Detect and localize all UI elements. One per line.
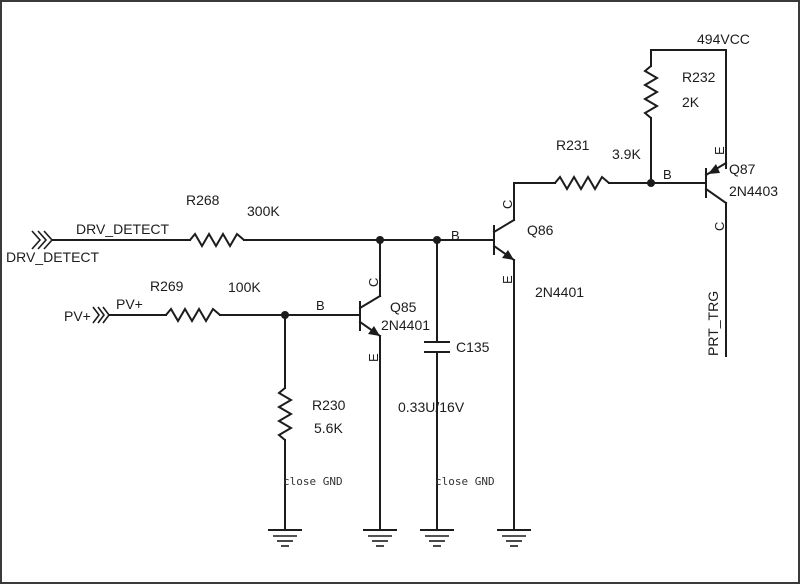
transistor-q85 (358, 294, 382, 338)
q87-part: 2N4403 (729, 183, 778, 199)
q85-ref: Q85 (390, 299, 417, 315)
capacitor-c135 (424, 341, 450, 353)
q87-collector-pin: C (712, 222, 727, 231)
r268-value: 300K (247, 203, 280, 219)
q86-base-pin: B (451, 228, 460, 243)
q86-part: 2N4401 (535, 284, 584, 300)
note-close-gnd-1: close GND (283, 475, 343, 488)
r231-value: 3.9K (612, 146, 641, 162)
transistor-q86 (492, 218, 516, 262)
resistor-r232 (643, 65, 659, 119)
net-label-prt-trg: PRT_TRG (705, 291, 721, 356)
q87-base-pin: B (663, 167, 672, 182)
pv-port (92, 306, 110, 324)
ground-q86 (497, 529, 531, 547)
c135-value: 0.33U/16V (398, 399, 465, 415)
ground-q85 (363, 529, 397, 547)
r268-ref: R268 (186, 192, 220, 208)
port-label-drv-detect: DRV_DETECT (6, 249, 100, 265)
r269-value: 100K (228, 279, 261, 295)
q85-part: 2N4401 (381, 317, 430, 333)
resistor-r269 (165, 307, 221, 323)
q85-base-pin: B (316, 298, 325, 313)
q85-collector-pin: C (366, 278, 381, 287)
q86-collector-pin: C (500, 200, 515, 209)
r232-ref: R232 (682, 69, 716, 85)
port-label-pv: PV+ (64, 308, 91, 324)
resistor-r231 (554, 175, 610, 191)
net-label-drv-detect: DRV_DETECT (76, 221, 170, 237)
ground-r230 (268, 529, 302, 547)
drv-detect-port (31, 230, 54, 250)
q85-emitter-pin: E (366, 353, 381, 362)
net-label-vcc: 494VCC (697, 31, 750, 47)
r232-value: 2K (682, 94, 700, 110)
note-close-gnd-2: close GND (435, 475, 495, 488)
q86-ref: Q86 (527, 222, 554, 238)
r230-value: 5.6K (314, 420, 343, 436)
ground-c135 (420, 529, 454, 547)
c135-ref: C135 (456, 339, 490, 355)
wire-q86-collector (513, 182, 556, 221)
q87-emitter-pin: E (712, 146, 727, 155)
r231-ref: R231 (556, 137, 590, 153)
q87-ref: Q87 (729, 161, 756, 177)
r269-ref: R269 (150, 278, 184, 294)
transistor-q87 (704, 161, 728, 205)
resistor-r268 (189, 232, 245, 248)
net-label-pv: PV+ (116, 296, 143, 312)
resistor-r230 (277, 387, 293, 441)
q86-emitter-pin: E (500, 275, 515, 284)
r230-ref: R230 (312, 397, 346, 413)
